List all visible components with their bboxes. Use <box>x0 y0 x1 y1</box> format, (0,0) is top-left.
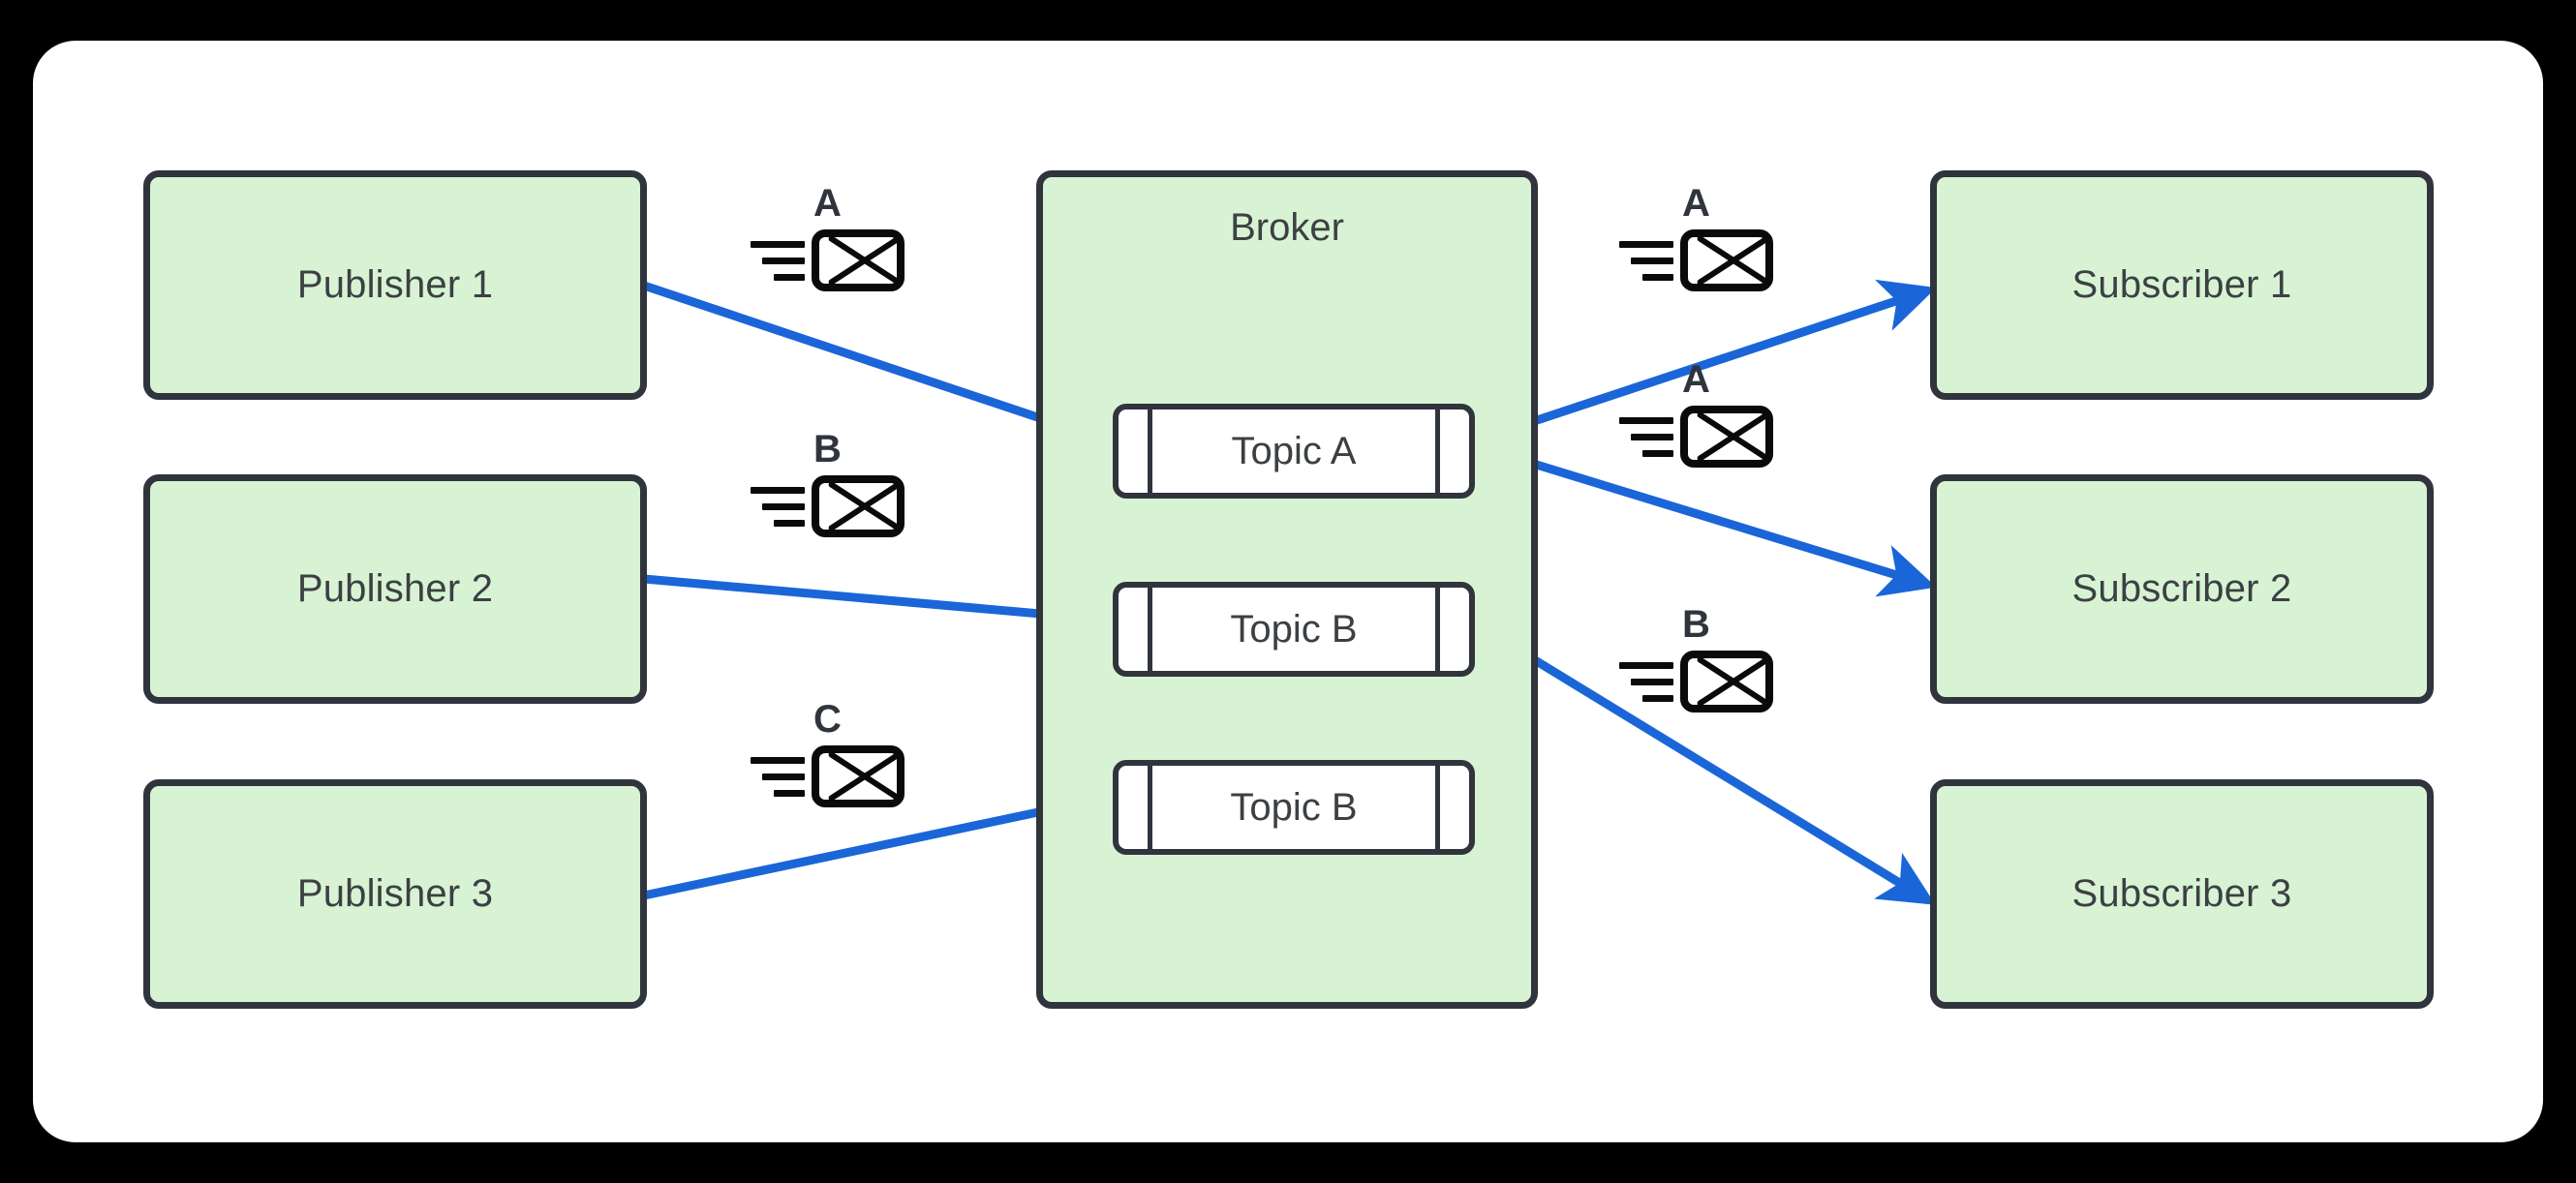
message-letter: A <box>1682 182 1710 225</box>
broker-node[interactable]: Broker Topic A Topic B Topic B <box>1036 170 1538 1009</box>
message-glyph <box>751 745 905 807</box>
subscriber-1-label: Subscriber 1 <box>2071 263 2292 306</box>
envelope-icon <box>812 229 905 291</box>
publisher-2-label: Publisher 2 <box>296 567 494 610</box>
topic-a-node[interactable]: Topic A <box>1113 404 1475 499</box>
message-letter: B <box>813 428 842 470</box>
speed-lines-icon <box>1619 236 1673 286</box>
message-glyph <box>751 229 905 291</box>
message-glyph <box>751 475 905 537</box>
message-letter: A <box>813 182 842 225</box>
subscriber-1-node[interactable]: Subscriber 1 <box>1930 170 2434 400</box>
message-badge-outbound-a1: A <box>1619 184 1773 291</box>
message-badge-inbound-a: A <box>751 184 905 291</box>
topic-divider-left <box>1148 409 1152 494</box>
envelope-icon <box>1680 651 1773 713</box>
subscriber-3-label: Subscriber 3 <box>2071 872 2292 915</box>
speed-lines-icon <box>751 752 805 802</box>
speed-lines-icon <box>1619 412 1673 462</box>
arrow-topic-a-to-subscriber1 <box>1468 279 1937 447</box>
publisher-3-label: Publisher 3 <box>296 872 494 915</box>
publisher-1-label: Publisher 1 <box>296 263 494 306</box>
speed-lines-icon <box>751 236 805 286</box>
message-glyph <box>1619 651 1773 713</box>
topic-divider-right <box>1435 409 1440 494</box>
envelope-icon <box>1680 406 1773 468</box>
speed-lines-icon <box>1619 657 1673 707</box>
message-badge-outbound-b: B <box>1619 605 1773 713</box>
topic-b1-label: Topic B <box>1230 607 1358 651</box>
topic-divider-right <box>1435 765 1440 850</box>
arrow-publisher3-to-topic-b2 <box>643 780 1116 900</box>
publisher-2-node[interactable]: Publisher 2 <box>143 474 647 704</box>
message-glyph <box>1619 406 1773 468</box>
message-letter: B <box>1682 603 1710 646</box>
arrow-topic-a-to-subscriber2 <box>1468 440 1937 597</box>
subscriber-3-node[interactable]: Subscriber 3 <box>1930 779 2434 1009</box>
topic-b2-node[interactable]: Topic B <box>1113 760 1475 855</box>
topic-a-label: Topic A <box>1231 429 1357 472</box>
publisher-1-node[interactable]: Publisher 1 <box>143 170 647 400</box>
broker-title: Broker <box>1230 206 1344 249</box>
topic-b1-node[interactable]: Topic B <box>1113 582 1475 677</box>
message-badge-inbound-c: C <box>751 700 905 807</box>
message-letter: C <box>813 698 842 741</box>
publisher-3-node[interactable]: Publisher 3 <box>143 779 647 1009</box>
arrow-publisher1-to-topic-a <box>642 281 1116 452</box>
arrow-topic-b-to-subscriber3 <box>1467 617 1936 905</box>
envelope-icon <box>812 745 905 807</box>
message-badge-outbound-a2: A <box>1619 360 1773 468</box>
envelope-icon <box>1680 229 1773 291</box>
topic-divider-left <box>1148 765 1152 850</box>
arrow-publisher2-to-topic-b1 <box>643 574 1116 643</box>
subscriber-2-node[interactable]: Subscriber 2 <box>1930 474 2434 704</box>
message-glyph <box>1619 229 1773 291</box>
topic-b2-label: Topic B <box>1230 785 1358 829</box>
topic-divider-left <box>1148 587 1152 672</box>
envelope-icon <box>812 475 905 537</box>
speed-lines-icon <box>751 482 805 531</box>
message-letter: A <box>1682 358 1710 401</box>
topic-divider-right <box>1435 587 1440 672</box>
subscriber-2-label: Subscriber 2 <box>2071 567 2292 610</box>
message-badge-inbound-b: B <box>751 430 905 537</box>
